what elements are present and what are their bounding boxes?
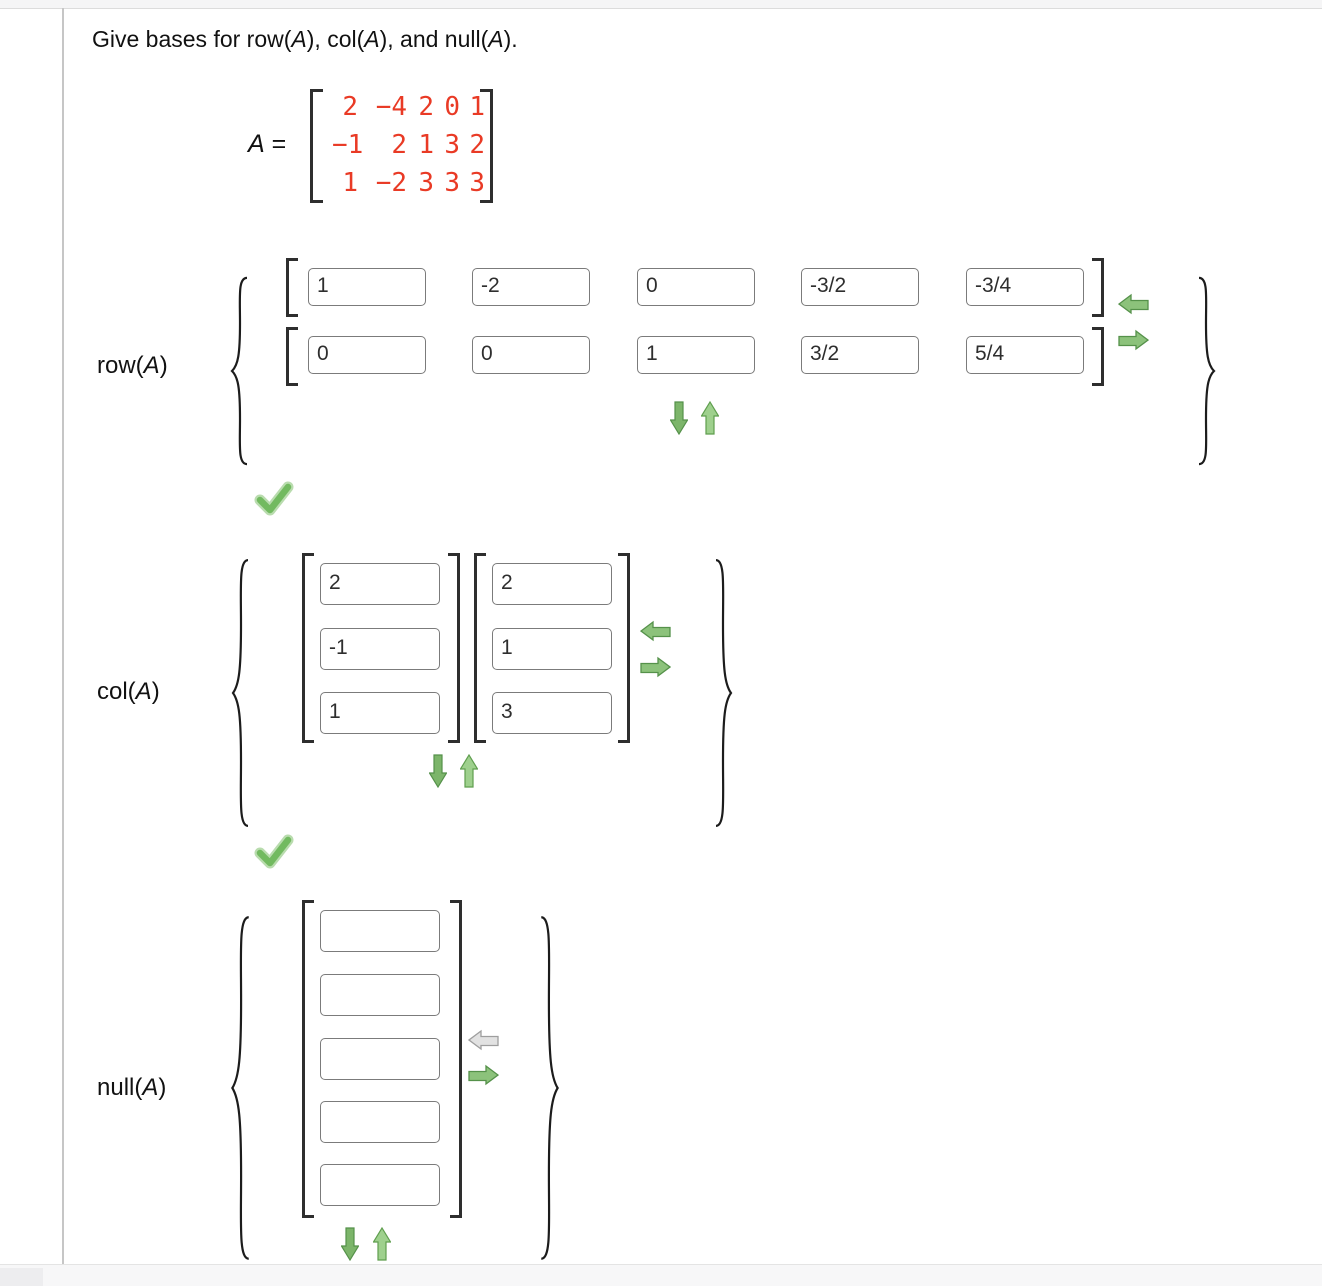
row-right-curly-brace — [1196, 275, 1218, 467]
left-arrow-icon[interactable] — [640, 620, 671, 642]
left-margin-divider — [62, 8, 64, 1286]
row-vector1-left-bracket — [286, 258, 298, 317]
row-vector1-entry-3[interactable] — [637, 268, 755, 306]
col-vector2-entry-1[interactable] — [492, 563, 612, 605]
col-vector2-entry-2[interactable] — [492, 628, 612, 670]
matrix-a-values: 2 −4 2 0 1 −1 2 1 3 2 1 −2 3 3 3 — [332, 88, 485, 202]
null-vector1-right-bracket — [450, 900, 462, 1218]
row-vector2-entry-2[interactable] — [472, 336, 590, 374]
matrix-cell: −2 — [375, 168, 407, 198]
right-arrow-icon[interactable] — [640, 656, 671, 678]
left-arrow-disabled-icon — [468, 1029, 499, 1051]
row-vector1-entry-5[interactable] — [966, 268, 1084, 306]
null-space-label: null(A) — [97, 1074, 167, 1101]
col-vector1-right-bracket — [448, 553, 460, 743]
column-space-label: col(A) — [97, 678, 160, 705]
null-vector1-entry-5[interactable] — [320, 1164, 440, 1206]
null-vector1-entry-3[interactable] — [320, 1038, 440, 1080]
col-vector1-entry-3[interactable] — [320, 692, 440, 734]
matrix-lhs: A = — [248, 130, 287, 158]
col-vector1-entry-2[interactable] — [320, 628, 440, 670]
checkmark-icon — [254, 478, 294, 518]
down-arrow-icon[interactable] — [670, 401, 688, 435]
col-vector2-right-bracket — [618, 553, 630, 743]
null-right-curly-brace — [538, 912, 562, 1264]
matrix-cell: 3 — [418, 168, 434, 198]
matrix-cell: 3 — [469, 168, 485, 198]
row-vector2-entry-5[interactable] — [966, 336, 1084, 374]
matrix-cell: 2 — [469, 130, 485, 160]
matrix-left-bracket — [310, 89, 323, 203]
up-arrow-icon[interactable] — [701, 401, 719, 435]
matrix-cell: 2 — [342, 92, 358, 122]
question-title: Give bases for row(A), col(A), and null(… — [92, 26, 518, 52]
down-arrow-icon[interactable] — [429, 754, 447, 788]
null-vector1-entry-1[interactable] — [320, 910, 440, 952]
null-vector1-entry-2[interactable] — [320, 974, 440, 1016]
matrix-cell: 1 — [469, 92, 485, 122]
col-vector2-entry-3[interactable] — [492, 692, 612, 734]
right-arrow-icon[interactable] — [468, 1064, 499, 1086]
col-right-curly-brace — [713, 556, 735, 830]
row-left-curly-brace — [228, 275, 250, 467]
row-vector2-right-bracket — [1092, 327, 1104, 386]
matrix-cell: 2 — [418, 92, 434, 122]
row-vector2-entry-1[interactable] — [308, 336, 426, 374]
col-left-curly-brace — [229, 556, 251, 830]
null-vector1-left-bracket — [302, 900, 314, 1218]
row-space-label: row(A) — [97, 352, 168, 379]
col-vector1-left-bracket — [302, 553, 314, 743]
matrix-cell: 0 — [444, 92, 460, 122]
matrix-cell: −4 — [375, 92, 407, 122]
null-vector1-entry-4[interactable] — [320, 1101, 440, 1143]
matrix-cell: 1 — [342, 168, 358, 198]
top-strip — [0, 0, 1322, 9]
matrix-right-bracket — [480, 89, 493, 203]
row-vector2-left-bracket — [286, 327, 298, 386]
matrix-cell: −1 — [332, 130, 364, 160]
right-arrow-icon[interactable] — [1118, 329, 1149, 351]
checkmark-icon — [254, 831, 294, 871]
row-vector1-right-bracket — [1092, 258, 1104, 317]
footer-corner — [0, 1268, 43, 1286]
matrix-cell: 3 — [444, 168, 460, 198]
matrix-cell: 3 — [444, 130, 460, 160]
matrix-cell: 2 — [391, 130, 407, 160]
down-arrow-icon[interactable] — [341, 1227, 359, 1261]
up-arrow-icon[interactable] — [460, 754, 478, 788]
row-vector2-entry-4[interactable] — [801, 336, 919, 374]
footer-band — [0, 1264, 1322, 1286]
row-vector2-entry-3[interactable] — [637, 336, 755, 374]
row-vector1-entry-4[interactable] — [801, 268, 919, 306]
col-vector2-left-bracket — [474, 553, 486, 743]
row-vector1-entry-2[interactable] — [472, 268, 590, 306]
left-arrow-icon[interactable] — [1118, 293, 1149, 315]
up-arrow-icon[interactable] — [373, 1227, 391, 1261]
row-vector1-entry-1[interactable] — [308, 268, 426, 306]
matrix-cell: 1 — [418, 130, 434, 160]
null-left-curly-brace — [228, 912, 252, 1264]
col-vector1-entry-1[interactable] — [320, 563, 440, 605]
